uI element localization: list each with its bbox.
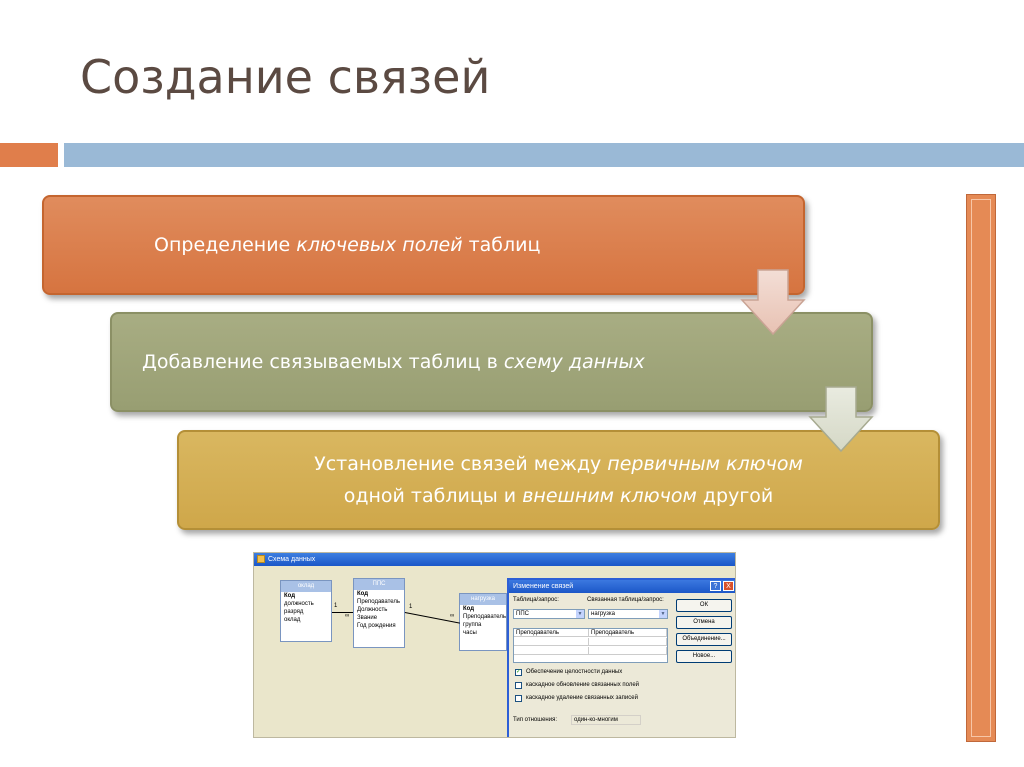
table-nagruzka[interactable]: нагрузка Код Преподаватель группа часы xyxy=(459,593,507,651)
dialog-titlebar: Изменение связей ? X xyxy=(509,580,735,593)
table-field: Год рождения xyxy=(357,623,396,629)
table-field: Преподаватель xyxy=(463,614,507,620)
cascade-update-checkbox[interactable] xyxy=(515,682,522,689)
step-3-line-2-a: одной таблицы и xyxy=(343,485,523,507)
grid-cell-left[interactable]: Преподаватель xyxy=(514,629,589,637)
step-1-text: Определение ключевых полей таблиц xyxy=(154,234,540,256)
relation-one-label: 1 xyxy=(334,603,338,609)
table-nagruzka-header: нагрузка xyxy=(460,594,506,605)
step-1-text-b: таблиц xyxy=(462,234,541,256)
relation-type-label: Тип отношения: xyxy=(513,717,558,723)
step-2-text: Добавление связываемых таблиц в схему да… xyxy=(142,351,645,373)
step-3-line-1-a: Установление связей между xyxy=(314,453,608,475)
step-3-text: Установление связей между первичным ключ… xyxy=(314,448,803,512)
table-field: часы xyxy=(463,630,477,636)
accent-bar-blue xyxy=(64,143,1024,167)
down-arrow-icon xyxy=(808,386,874,453)
database-icon xyxy=(257,555,265,563)
step-3-line-2-b: другой xyxy=(696,485,774,507)
referential-integrity-checkbox[interactable]: ✓ xyxy=(515,669,522,676)
table-field: группа xyxy=(463,622,482,628)
dialog-title: Изменение связей xyxy=(513,583,574,590)
down-arrow-icon xyxy=(740,269,806,336)
join-type-button[interactable]: Объединение... xyxy=(676,633,732,646)
cascade-update-label: каскадное обновление связанных полей xyxy=(526,682,640,688)
table-field: Код xyxy=(284,593,296,599)
related-table-select[interactable]: нагрузка ▼ xyxy=(588,609,668,619)
table-select-value: ППС xyxy=(516,611,529,617)
step-2-box: Добавление связываемых таблиц в схему да… xyxy=(110,312,873,412)
right-decor-strip xyxy=(966,194,996,742)
step-2-text-em: схему данных xyxy=(503,351,645,373)
new-relation-button[interactable]: Новое... xyxy=(676,650,732,663)
step-3-box: Установление связей между первичным ключ… xyxy=(177,430,940,530)
table-field: Код xyxy=(357,591,369,597)
cascade-delete-label: каскадное удаление связанных записей xyxy=(526,695,638,701)
help-icon[interactable]: ? xyxy=(710,581,721,591)
table-field: разряд xyxy=(284,609,304,615)
referential-integrity-label: Обеспечение целостности данных xyxy=(526,669,623,675)
table-field: Должность xyxy=(357,607,388,613)
relation-many-label: ∞ xyxy=(345,613,350,619)
grid-cell-empty[interactable] xyxy=(589,647,667,655)
step-1-box: Определение ключевых полей таблиц xyxy=(42,195,805,295)
edit-relationships-dialog: Изменение связей ? X Таблица/запрос: Свя… xyxy=(507,578,735,737)
ok-button[interactable]: ОК xyxy=(676,599,732,612)
table-field: Код xyxy=(463,606,475,612)
step-3-line-2: одной таблицы и внешним ключом другой xyxy=(314,480,803,512)
screenshot-window-title: Схема данных xyxy=(268,556,316,563)
close-icon[interactable]: X xyxy=(723,581,734,591)
table-pps[interactable]: ППС Код Преподаватель Должность Звание Г… xyxy=(353,578,405,648)
step-2-text-a: Добавление связываемых таблиц в xyxy=(142,351,504,373)
relationships-screenshot: Схема данных оклад Код должность разряд … xyxy=(253,552,736,738)
table-oklad-header: оклад xyxy=(281,581,331,592)
table-field: Преподаватель xyxy=(357,599,401,605)
related-table-label: Связанная таблица/запрос: xyxy=(587,597,664,603)
relation-many-label: ∞ xyxy=(450,613,455,619)
table-select[interactable]: ППС ▼ xyxy=(513,609,585,619)
accent-bar-orange xyxy=(0,143,58,167)
grid-cell-empty[interactable] xyxy=(514,647,589,655)
table-field: оклад xyxy=(284,617,301,623)
step-3-line-1-em: первичным ключом xyxy=(607,453,803,475)
cascade-delete-checkbox[interactable] xyxy=(515,695,522,702)
field-mapping-grid[interactable]: Преподаватель Преподаватель xyxy=(513,628,668,663)
relation-type-value: один-ко-многим xyxy=(571,715,641,725)
related-table-select-value: нагрузка xyxy=(591,611,615,617)
table-query-label: Таблица/запрос: xyxy=(513,597,559,603)
table-field: должность xyxy=(284,601,314,607)
grid-cell-empty[interactable] xyxy=(514,638,589,646)
slide-title: Создание связей xyxy=(80,50,491,104)
chevron-down-icon: ▼ xyxy=(659,610,667,618)
cancel-button[interactable]: Отмена xyxy=(676,616,732,629)
relation-line xyxy=(332,612,353,613)
chevron-down-icon: ▼ xyxy=(576,610,584,618)
table-pps-header: ППС xyxy=(354,579,404,590)
step-3-line-1: Установление связей между первичным ключ… xyxy=(314,448,803,480)
table-field: Звание xyxy=(357,615,378,621)
step-1-text-a: Определение xyxy=(154,234,297,256)
step-3-line-2-em: внешним ключом xyxy=(522,485,697,507)
screenshot-titlebar: Схема данных xyxy=(254,553,735,566)
grid-cell-right[interactable]: Преподаватель xyxy=(589,629,667,637)
table-oklad[interactable]: оклад Код должность разряд оклад xyxy=(280,580,332,642)
grid-cell-empty[interactable] xyxy=(589,638,667,646)
step-1-text-em: ключевых полей xyxy=(296,234,463,256)
relation-one-label: 1 xyxy=(409,604,413,610)
